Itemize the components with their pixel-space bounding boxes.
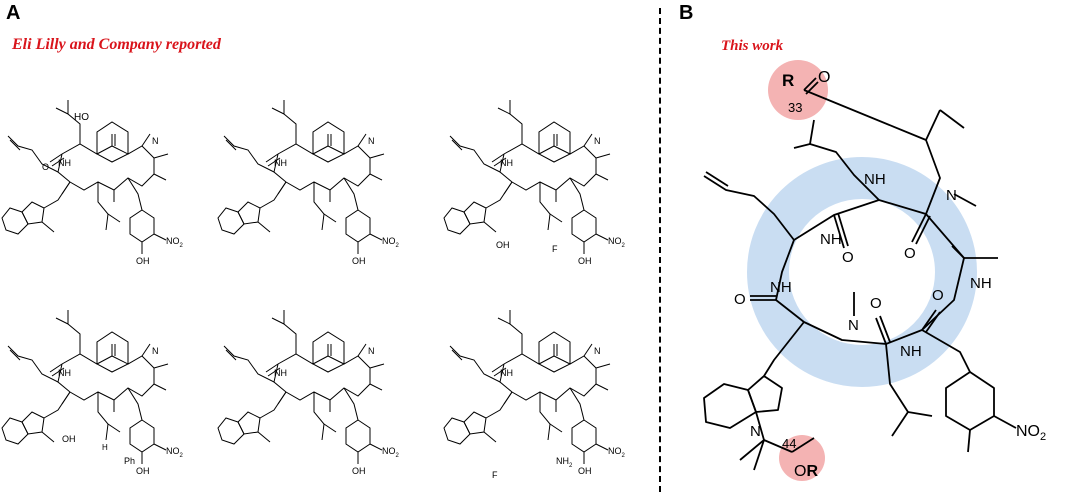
label-hn-left: NH: [820, 231, 842, 248]
panel-divider: [659, 8, 661, 492]
structure-a4: NH N OH H Ph OH NO2: [1, 309, 184, 476]
site-44-highlight: [779, 435, 825, 481]
label-44: 44: [782, 436, 796, 451]
label-no2: NO2: [166, 446, 184, 459]
label-nh: NH: [274, 158, 287, 168]
label-no2: NO2: [608, 236, 626, 249]
label-n-indole: N: [750, 423, 761, 440]
label-oh: OH: [496, 240, 510, 250]
label-nh: NH: [500, 158, 513, 168]
label-nh-bottom: NH: [900, 343, 922, 360]
label-no2: NO2: [608, 446, 626, 459]
panel-b-caption: This work: [721, 38, 784, 54]
label-n-top: N: [946, 187, 957, 204]
structure-a6: NH N F NH2 OH NO2: [443, 309, 626, 480]
label-nh2: NH2: [556, 456, 573, 469]
label-nh: NH: [58, 158, 71, 168]
label-oh: OH: [352, 466, 366, 476]
label-r-33: R: [782, 71, 794, 90]
panel-a-letter: A: [6, 2, 21, 24]
label-no2-b: NO2: [1016, 423, 1046, 443]
site-33-highlight: [768, 60, 828, 120]
panel-a-structures: HO NH N O OH NO2 NH N OH NO2 NH N OH F O…: [1, 99, 626, 480]
structure-a5: NH N OH NO2: [217, 309, 400, 476]
label-o: O: [42, 162, 49, 172]
label-no2: NO2: [166, 236, 184, 249]
label-n: N: [152, 346, 159, 356]
label-f: F: [552, 244, 558, 254]
label-or: OR: [794, 463, 818, 480]
label-ph: Ph: [124, 456, 135, 466]
label-nh: NH: [274, 368, 287, 378]
label-o-left: O: [734, 291, 746, 308]
label-n: N: [368, 346, 375, 356]
label-nh: NH: [58, 368, 71, 378]
label-oh: OH: [62, 434, 76, 444]
label-n: N: [368, 136, 375, 146]
label-n: N: [152, 136, 159, 146]
structure-a2: NH N OH NO2: [217, 99, 400, 266]
label-o-bottom: O: [870, 295, 882, 312]
label-nh: NH: [500, 368, 513, 378]
panel-b-letter: B: [679, 2, 694, 24]
label-ho: HO: [74, 112, 89, 123]
label-oh: OH: [578, 466, 592, 476]
label-oh: OH: [136, 256, 150, 266]
label-nh-left: NH: [770, 279, 792, 296]
label-h: H: [102, 443, 108, 452]
label-o-right: O: [932, 287, 944, 304]
label-nh-top: NH: [864, 171, 886, 188]
panel-b-structure: R O 33 NH N O O NH NH O O NH N O NH N 44…: [703, 60, 1046, 481]
structure-a1: HO NH N O OH NO2: [1, 99, 184, 266]
macrocycle-highlight: [747, 157, 977, 387]
label-no2: NO2: [382, 446, 400, 459]
label-oh: OH: [578, 256, 592, 266]
label-oh: OH: [136, 466, 150, 476]
label-f: F: [492, 470, 498, 480]
label-o-top1: O: [842, 249, 854, 266]
structure-a3: NH N OH F OH NO2: [443, 99, 626, 266]
label-oh: OH: [352, 256, 366, 266]
label-no2: NO2: [382, 236, 400, 249]
label-o-33: O: [818, 69, 830, 86]
label-n: N: [594, 136, 601, 146]
label-nh-right: NH: [970, 275, 992, 292]
label-n-bottom: N: [848, 317, 859, 334]
label-33: 33: [788, 100, 802, 115]
panel-a-caption: Eli Lilly and Company reported: [12, 36, 221, 53]
label-o-top2: O: [904, 245, 916, 262]
label-n: N: [594, 346, 601, 356]
